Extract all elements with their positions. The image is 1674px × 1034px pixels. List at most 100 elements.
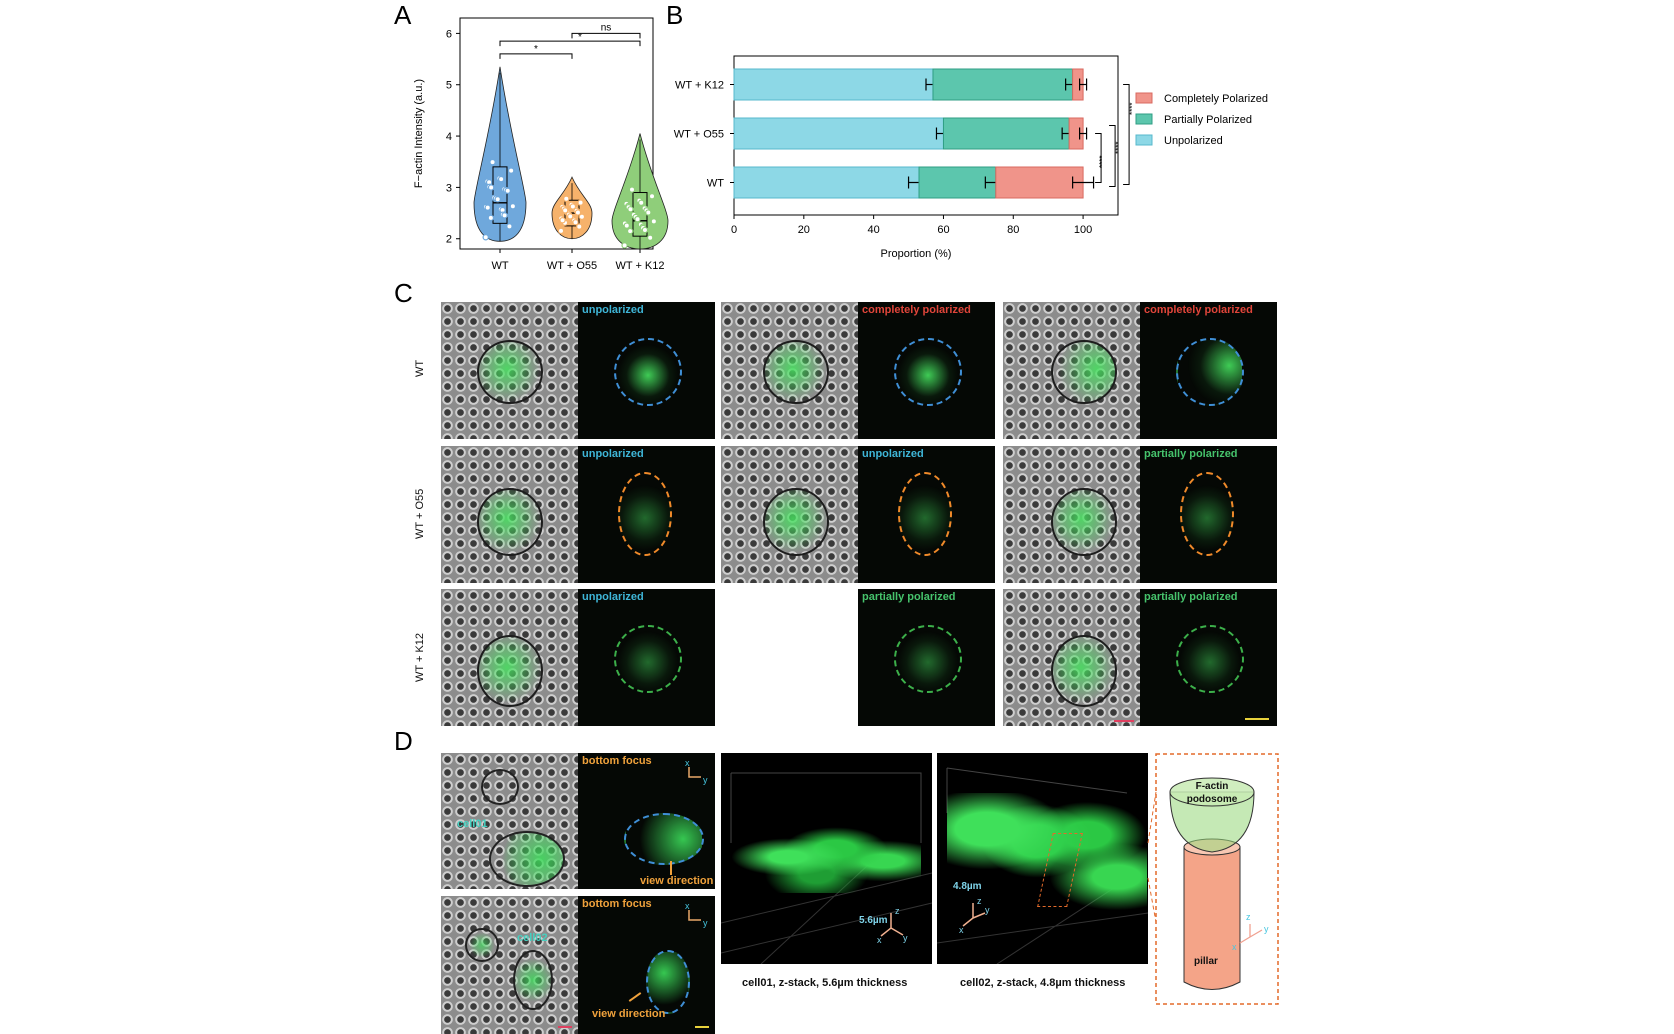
scale-bar-yellow — [1245, 718, 1269, 720]
panel-c-row-label: WT — [414, 359, 426, 377]
panel-b-sig-label: **** — [1114, 142, 1123, 154]
cell-dashed-outline — [894, 338, 962, 406]
panel-a-letter: A — [394, 0, 412, 30]
cell-dashed-outline — [894, 625, 962, 693]
cell02-body — [513, 950, 553, 1010]
zstack2-x: x — [959, 925, 964, 933]
panel-b-legend-label: Unpolarized — [1164, 135, 1223, 147]
panel-a-data-point — [634, 215, 641, 223]
polarization-label: partially polarized — [1144, 448, 1238, 460]
polarization-label: unpolarized — [862, 448, 924, 460]
panel-c-letter: C — [394, 278, 413, 308]
cell01-body — [489, 831, 565, 887]
cell01-brightfield-image: cell01 — [441, 753, 578, 889]
cell02-small-cell — [465, 928, 499, 962]
panel-b-bar-segment — [942, 117, 1070, 150]
panel-a-data-point — [627, 206, 634, 213]
xy-axis-icon-1: x y — [685, 758, 708, 785]
panel-a-sig-bracket — [571, 32, 641, 39]
panel-a-data-point — [507, 167, 515, 174]
fluorescence-tile: unpolarized — [578, 589, 715, 726]
panel-a-data-point — [650, 218, 658, 225]
cell-outline — [763, 340, 829, 404]
schematic-x: x — [1232, 942, 1237, 952]
panel-b-ytick-label: WT — [707, 178, 724, 190]
panel-b-ytick-label: WT + O55 — [674, 129, 724, 141]
panel-c-row-label: WT + K12 — [414, 632, 426, 682]
panel-a-data-point — [572, 219, 579, 226]
panel-a-ytick-label: 4 — [446, 131, 452, 143]
polarization-label: unpolarized — [582, 304, 644, 316]
panel-a-xtick-label: WT — [491, 260, 508, 272]
panel-b-bar-segment — [733, 68, 934, 101]
cell02-label: cell02 — [517, 932, 548, 944]
panel-b-legend-label: Completely Polarized — [1164, 93, 1268, 105]
panel-b-xtick-label: 40 — [868, 224, 880, 236]
schematic-y: y — [1264, 924, 1269, 934]
cell01-label: cell01 — [457, 818, 488, 830]
cell-dashed-outline — [898, 472, 952, 556]
panel-a-data-point — [628, 186, 636, 193]
panel-b-xlabel: Proportion (%) — [881, 248, 952, 260]
polarization-label: partially polarized — [1144, 591, 1238, 603]
panel-a-data-point — [576, 223, 583, 230]
panel-a-data-point — [487, 184, 495, 191]
schematic-label-top-1: F-actin — [1196, 781, 1229, 792]
scale-bar-red — [1114, 720, 1134, 722]
panel-b-letter: B — [666, 0, 684, 30]
scale-bar-red-d — [558, 1026, 572, 1028]
cell-outline — [477, 340, 543, 404]
cell01-fluorescence-image: bottom focus x y view direction — [578, 753, 715, 889]
brightfield-tile — [441, 302, 578, 439]
panel-a-sig-label: ns — [601, 22, 612, 33]
panel-a-data-point — [557, 227, 565, 235]
zstack2-z: z — [977, 896, 982, 906]
zstack-2-caption: cell02, z-stack, 4.8µm thickness — [960, 977, 1126, 989]
panel-c-row-label: WT + O55 — [414, 488, 426, 539]
zstack-1-podosomes — [731, 813, 921, 893]
panel-a-data-point — [645, 209, 652, 216]
fluorescence-tile: completely polarized — [1140, 302, 1277, 439]
cell01-fluor-outline — [624, 813, 704, 865]
fluorescence-tile: unpolarized — [858, 446, 995, 583]
panel-d-letter: D — [394, 726, 413, 756]
panel-a-data-point — [489, 158, 496, 166]
panel-b-sig-bracket — [1095, 133, 1102, 183]
panel-a-data-point — [577, 199, 584, 206]
panel-a-ytick-label: 2 — [446, 234, 452, 246]
panel-b-legend-swatch — [1135, 134, 1153, 146]
polarization-label: unpolarized — [582, 591, 644, 603]
cell-outline — [763, 488, 829, 556]
panel-b-legend-swatch — [1135, 92, 1153, 104]
cell-dashed-outline — [1176, 625, 1244, 693]
brightfield-tile — [1003, 589, 1140, 726]
panel-a-xtick-label: WT + O55 — [547, 260, 597, 272]
axis-y-label-2: y — [703, 918, 708, 928]
fluorescence-tile: completely polarized — [858, 302, 995, 439]
fluorescence-tile: unpolarized — [578, 446, 715, 583]
zstack-1-thickness: 5.6µm — [859, 915, 888, 926]
polarization-label: completely polarized — [1144, 304, 1253, 316]
brightfield-tile — [721, 302, 858, 439]
view-direction-arrow-1 — [670, 861, 672, 875]
panel-a-plot-frame — [459, 17, 654, 250]
polarization-label: partially polarized — [862, 591, 956, 603]
panel-a-sig-bracket — [499, 40, 641, 47]
zstack2-y: y — [985, 905, 990, 915]
cell-outline — [1051, 635, 1117, 707]
panel-a-ytick-label: 6 — [446, 28, 452, 40]
fluorescence-tile: partially polarized — [1140, 446, 1277, 583]
panel-a-ytick-label: 3 — [446, 182, 452, 194]
schematic-z: z — [1246, 912, 1251, 922]
view-direction-arrow-2 — [628, 992, 642, 1002]
panel-a-ytick-label: 5 — [446, 80, 452, 92]
panel-b-sig-label: **** — [1128, 103, 1137, 115]
panel-a-data-point — [638, 199, 645, 206]
fluorescence-tile: unpolarized — [578, 302, 715, 439]
panel-a-data-point — [501, 212, 508, 219]
axis-x-label-1: x — [685, 758, 690, 768]
cell-dashed-outline — [1180, 472, 1234, 556]
panel-a-data-point — [623, 222, 630, 229]
panel-a-xtick-label: WT + K12 — [615, 260, 664, 272]
